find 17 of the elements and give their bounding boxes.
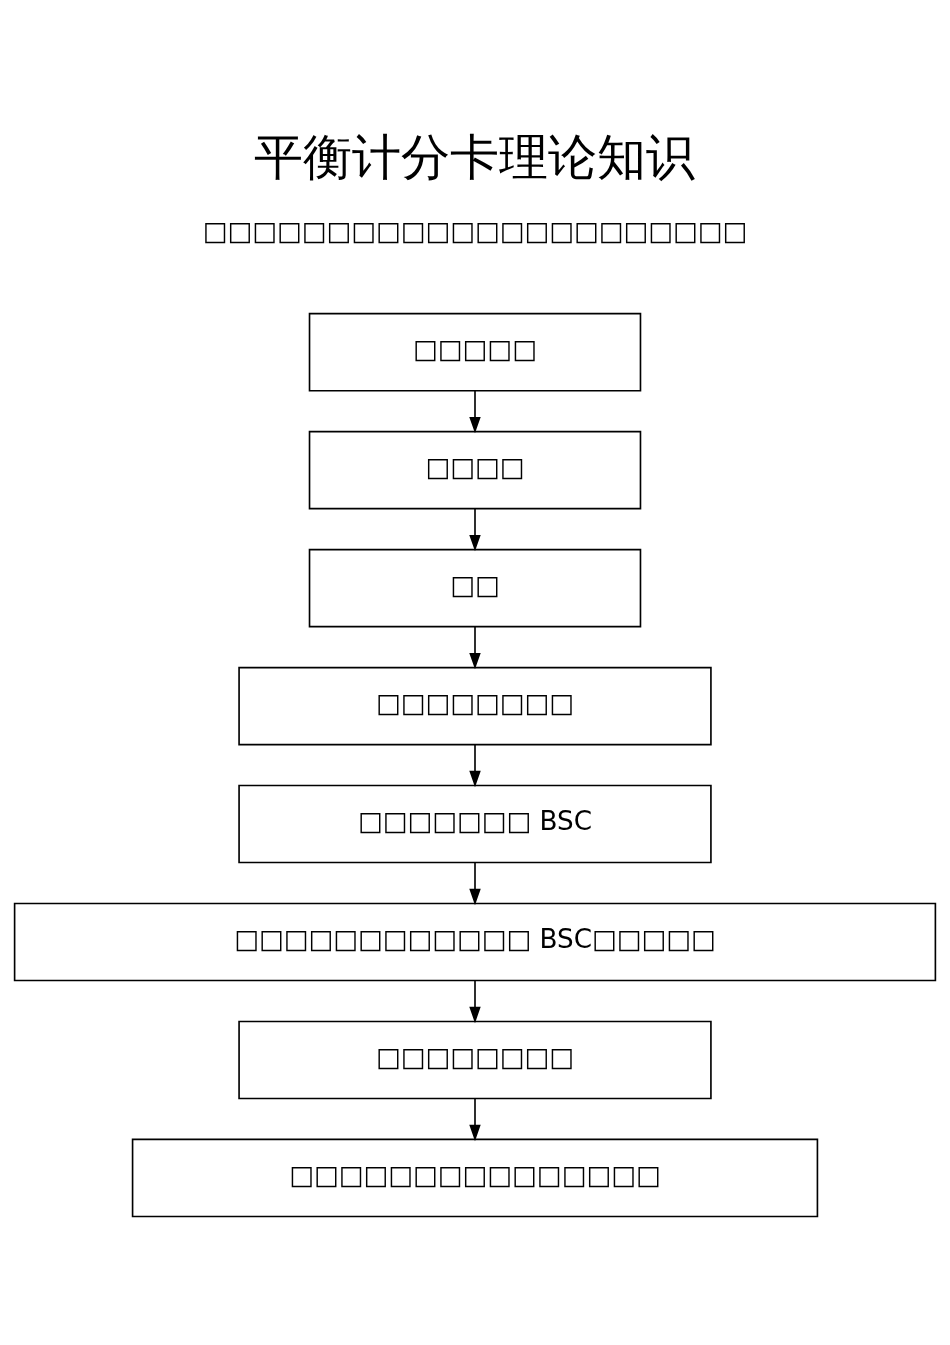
node-box: □□□□□ [308, 312, 642, 392]
node-box: □□□□□□□□ [238, 1020, 712, 1100]
arrow [469, 507, 481, 552]
node-box: □□□□□□□□□□□□□□□ [131, 1138, 819, 1218]
arrow [469, 743, 481, 788]
diagram-title: 平衡计分卡理论知识 [254, 128, 696, 187]
node-box: □□□□□□□ BSC [238, 784, 712, 864]
arrow [469, 979, 481, 1024]
node-box: □□□□□□□□□□□□ BSC□□□□□ [13, 902, 937, 982]
arrow [469, 625, 481, 670]
label: □□□□□□□□□□□□□□□□□□□□□□ [202, 216, 748, 247]
node-box: □□ [308, 548, 642, 628]
arrow [469, 1097, 481, 1142]
node-box: □□□□ [308, 430, 642, 510]
node-box: □□□□□□□□ [238, 666, 712, 746]
arrow [469, 861, 481, 906]
arrow [469, 389, 481, 434]
